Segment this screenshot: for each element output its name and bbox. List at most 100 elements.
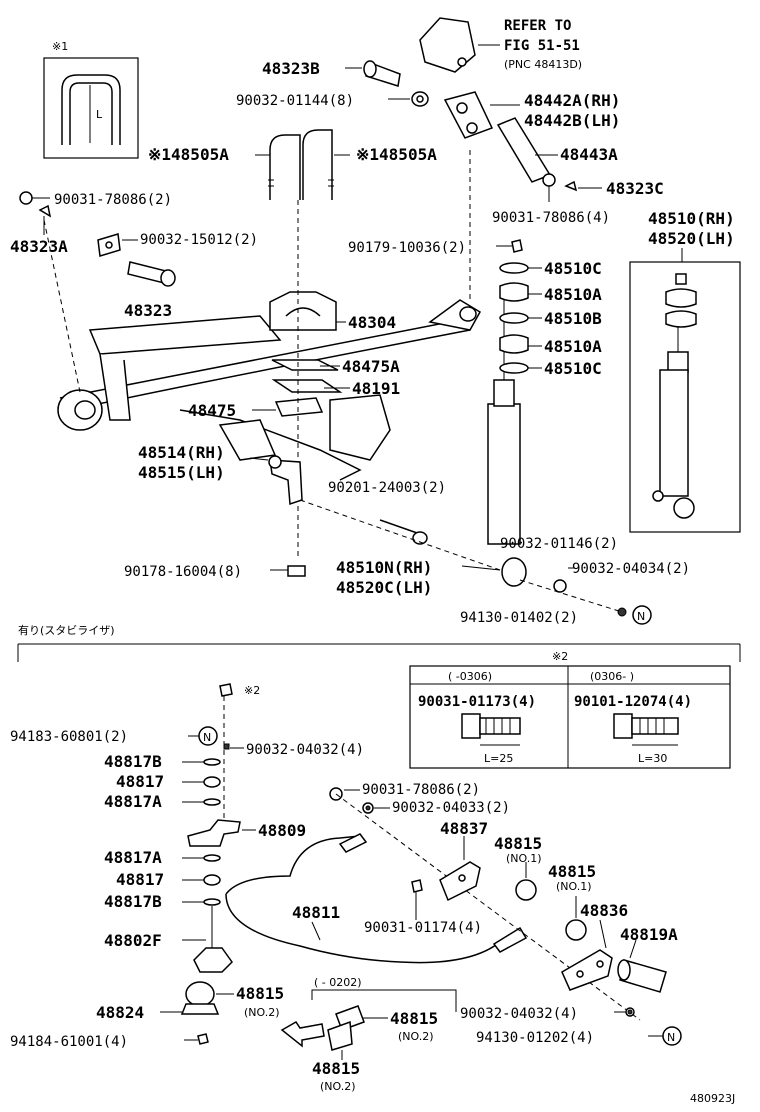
label-94183: 94183-60801(2) — [10, 729, 128, 745]
refer-pnc-text: (PNC 48413D) — [504, 58, 582, 71]
label-48817-a: 48817 — [116, 772, 164, 791]
shackle-group: 48323B 90032-01144(8) 48442A(RH) 48442B(… — [236, 59, 664, 226]
label-90031-78086-2: 90031-78086(2) — [54, 192, 172, 208]
label-94184: 94184-61001(4) — [10, 1034, 128, 1050]
label-48817A-a: 48817A — [104, 792, 162, 811]
circle-N-2: N — [203, 731, 211, 744]
label-90032-15012: 90032-15012(2) — [140, 232, 258, 248]
label-48815-2c: 48815 — [312, 1059, 360, 1078]
table-col2-header: (0306- ) — [590, 670, 634, 683]
label-90032-01144: 90032-01144(8) — [236, 93, 354, 109]
refer-to-text: REFER TO — [504, 18, 571, 34]
label-48815-2a: 48815 — [236, 984, 284, 1003]
stabilizer-right-hardware: 90031-78086(2) 90032-04033(2) 48837 9003… — [329, 782, 682, 1046]
shock-mount-parts: 90179-10036(2) 48510C 48510A 48510B 4851… — [348, 239, 602, 378]
label-90031-78086-4: 90031-78086(4) — [492, 210, 610, 226]
sub-no2-b: (NO.2) — [398, 1030, 434, 1043]
table-col1-part: 90031-01173(4) — [418, 694, 536, 710]
table-col1-header: ( -0306) — [448, 670, 492, 683]
u-bolt-inset: ※1 L — [43, 40, 139, 159]
table-col2-length: L=30 — [638, 752, 667, 765]
label-90178-16004: 90178-16004(8) — [124, 564, 242, 580]
leaf-spring-frame — [43, 150, 482, 481]
sub-no2-a: (NO.2) — [244, 1006, 280, 1019]
shock-absorber: 48510N(RH) 48520C(LH) 90032-01146(2) 900… — [336, 300, 690, 626]
table-col2-part: 90101-12074(4) — [574, 694, 692, 710]
label-48514: 48514(RH) — [138, 443, 225, 462]
label-48323B: 48323B — [262, 59, 320, 78]
label-48837: 48837 — [440, 819, 488, 838]
circle-N-1: N — [637, 610, 645, 623]
label-48515: 48515(LH) — [138, 463, 225, 482]
label-48520C: 48520C(LH) — [336, 578, 432, 597]
label-48443A: 48443A — [560, 145, 618, 164]
label-94130-01202: 94130-01202(4) — [476, 1030, 594, 1046]
stabilizer-bar: 48811 — [225, 833, 528, 964]
label-48510A-a: 48510A — [544, 285, 602, 304]
inset-dimension-label: L — [96, 108, 103, 121]
label-48836: 48836 — [580, 901, 628, 920]
label-48475: 48475 — [188, 401, 236, 420]
bracket-range-label: ( - 0202) — [314, 976, 362, 989]
stabilizer-section-header: 有り(スタビライザ) — [17, 623, 741, 662]
reference-bracket: REFER TO FIG 51-51 (PNC 48413D) — [419, 17, 582, 73]
label-90031-78086-s: 90031-78086(2) — [362, 782, 480, 798]
label-48811: 48811 — [292, 903, 340, 922]
table-col1-length: L=25 — [484, 752, 513, 765]
label-48802F: 48802F — [104, 931, 162, 950]
label-90032-04032-a: 90032-04032(4) — [246, 742, 364, 758]
shock-detail-box: 48510(RH) 48520(LH) — [629, 209, 741, 533]
label-48510C-b: 48510C — [544, 359, 602, 378]
stabilizer-link-stack: ※2 N 94183-60801(2) 90032-04032(4) 48817… — [10, 683, 364, 1050]
circle-N-3: N — [667, 1031, 675, 1044]
label-48815-2b: 48815 — [390, 1009, 438, 1028]
label-90032-04033: 90032-04033(2) — [392, 800, 510, 816]
label-48510B: 48510B — [544, 309, 602, 328]
label-48304: 48304 — [348, 313, 396, 332]
label-90032-04034: 90032-04034(2) — [572, 561, 690, 577]
label-48520LH: 48520(LH) — [648, 229, 735, 248]
u-bolts: ※148505A ※148505A — [148, 129, 437, 200]
label-48505A-left: ※148505A — [148, 145, 229, 164]
sub-no1-a: (NO.1) — [506, 852, 542, 865]
label-48475A: 48475A — [342, 357, 400, 376]
label-48323C: 48323C — [606, 179, 664, 198]
label-48442A: 48442A(RH) — [524, 91, 620, 110]
shock-lower-bracket: 48514(RH) 48515(LH) 90201-24003(2) 90178… — [124, 443, 501, 580]
label-48323A: 48323A — [10, 237, 68, 256]
label-90031-01174: 90031-01174(4) — [364, 920, 482, 936]
label-48505A-right: ※148505A — [356, 145, 437, 164]
label-48510C-a: 48510C — [544, 259, 602, 278]
label-48817B-a: 48817B — [104, 752, 162, 771]
bolt-variant-table: ※2 ( -0306) (0306- ) 90031-01173(4) 9010… — [409, 650, 731, 769]
label-48824: 48824 — [96, 1003, 144, 1022]
label-90179-10036: 90179-10036(2) — [348, 240, 466, 256]
label-48510A-b: 48510A — [544, 337, 602, 356]
figure-code: 480923J — [690, 1092, 735, 1105]
label-48817-b: 48817 — [116, 870, 164, 889]
sub-no2-c: (NO.2) — [320, 1080, 356, 1093]
table-mark: ※2 — [552, 650, 568, 663]
refer-fig-text: FIG 51-51 — [504, 38, 580, 54]
bushing-range-group: ( - 0202) 48815 (NO.2) 48815 (NO.2) — [280, 976, 457, 1093]
label-94130-01402: 94130-01402(2) — [460, 610, 578, 626]
label-48817A-b: 48817A — [104, 848, 162, 867]
label-48510RH: 48510(RH) — [648, 209, 735, 228]
label-48191: 48191 — [352, 379, 400, 398]
label-48510N: 48510N(RH) — [336, 558, 432, 577]
label-48809: 48809 — [258, 821, 306, 840]
label-48817B-b: 48817B — [104, 892, 162, 911]
label-48815-1b: 48815 — [548, 862, 596, 881]
label-48819A: 48819A — [620, 925, 678, 944]
label-90032-04032-b: 90032-04032(4) — [460, 1006, 578, 1022]
label-48815-1a: 48815 — [494, 834, 542, 853]
link-mark-2: ※2 — [244, 684, 260, 697]
label-90201-24003: 90201-24003(2) — [328, 480, 446, 496]
label-48442B: 48442B(LH) — [524, 111, 620, 130]
inset-note-mark: ※1 — [52, 40, 68, 53]
sub-no1-b: (NO.1) — [556, 880, 592, 893]
front-hanger-fasteners: 90031-78086(2) 48323A 90032-15012(2) 483… — [10, 191, 258, 320]
label-90032-01146: 90032-01146(2) — [500, 536, 618, 552]
